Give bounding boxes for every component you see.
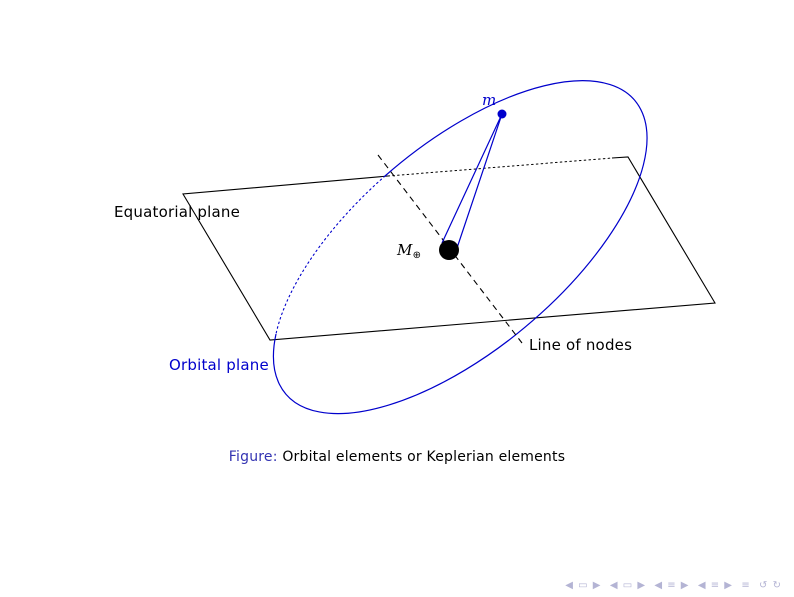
equatorial-plane-label: Equatorial plane: [114, 203, 241, 221]
radius-vector-left: [441, 113, 503, 244]
equatorial-plane-outline: [182, 156, 716, 341]
radius-vector-right: [456, 113, 503, 249]
satellite-dot: [497, 109, 507, 119]
central-body-dot: [439, 240, 459, 260]
orbital-ellipse-hidden: [275, 175, 386, 335]
figure-caption: Figure: Orbital elements or Keplerian el…: [0, 449, 794, 465]
line-of-nodes-label: Line of nodes: [529, 336, 633, 354]
orbital-plane-label: Orbital plane: [169, 356, 269, 374]
figure-caption-text: Orbital elements or Keplerian elements: [282, 449, 566, 465]
central-body-symbol: M: [397, 241, 413, 259]
central-body-label: M⊕: [397, 241, 421, 261]
orbital-ellipse-front: [272, 80, 648, 415]
equatorial-plane-hidden-edge: [387, 157, 613, 177]
figure-caption-label: Figure:: [228, 449, 278, 465]
satellite-label: m: [482, 91, 497, 109]
beamer-navigation-icons[interactable]: ◀ ▭ ▶ ◀ ▭ ▶ ◀ ≡ ▶ ◀ ≡ ▶ ≡ ↺ ↻: [565, 580, 782, 591]
earth-subscript-icon: ⊕: [412, 250, 422, 261]
